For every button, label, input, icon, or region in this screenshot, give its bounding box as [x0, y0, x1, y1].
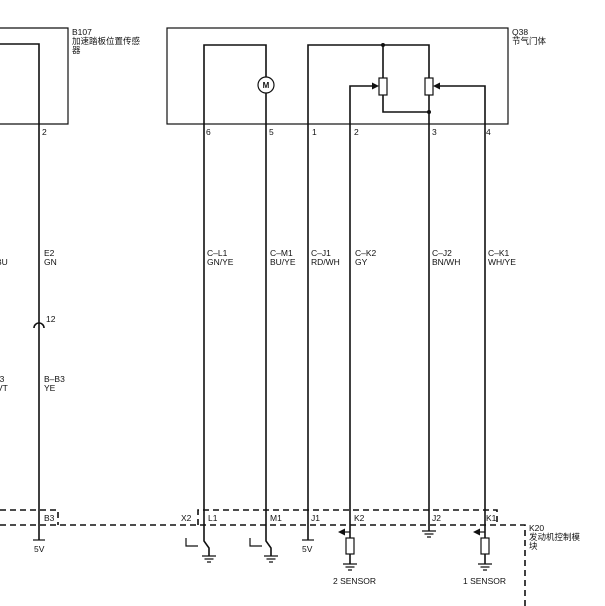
m1-ground-icon — [264, 555, 278, 563]
left-wire-circuit: E2 — [44, 248, 55, 258]
wire-c-j1-circuit: C–J1 — [311, 248, 331, 258]
x2-connector-label: X2 — [181, 513, 192, 523]
wire-c-m1-color: BU/YE — [270, 257, 296, 267]
ecm-pin-j1: J1 — [311, 513, 320, 523]
left-wire-color-2: YE — [44, 383, 56, 393]
motor-icon — [257, 76, 275, 94]
m1-driver-icon — [249, 538, 262, 547]
k1-resistor-icon — [480, 537, 490, 555]
potentiometer-2-icon — [424, 77, 434, 96]
k2-resistor-icon — [345, 537, 355, 555]
potentiometer-1-icon — [378, 77, 388, 96]
motor-feed-wire — [203, 44, 267, 124]
b107-name-line-2: 器 — [72, 45, 81, 55]
l1-ground-icon — [202, 555, 216, 563]
wire-c-l1-color: GN/YE — [207, 257, 234, 267]
q38-pin-3: 3 — [432, 127, 437, 137]
connector-outlines: X2 L1 M1 J1 K2 J2 K1 — [0, 509, 526, 606]
q38-pin-2: 2 — [354, 127, 359, 137]
clipped-label-1: BU — [0, 257, 8, 267]
wire-c-j2-circuit: C–J2 — [432, 248, 452, 258]
wire-c-k2-color: GY — [355, 257, 368, 267]
left-wire-color: GN — [44, 257, 57, 267]
l1-driver-icon — [185, 538, 198, 547]
ecm-pin-k2: K2 — [354, 513, 365, 523]
q38-pin-4: 4 — [486, 127, 491, 137]
splice-12-arc — [33, 322, 45, 329]
wire-c-l1 — [203, 124, 210, 556]
wire-c-l1-circuit: C–L1 — [207, 248, 228, 258]
x2-connector-outline — [197, 509, 498, 525]
k20-id: K20 — [529, 523, 544, 533]
k1-ground-icon — [478, 563, 492, 571]
k20-name-line-2: 块 — [529, 541, 538, 551]
sensor-2-label: 2 SENSOR — [333, 576, 376, 586]
b107-sensor: B107 加速踏板位置传感 器 2 — [0, 27, 141, 137]
wire-c-k1-circuit: C–K1 — [488, 248, 510, 258]
q38-id: Q38 — [512, 27, 528, 37]
wiper-1-wire — [349, 85, 373, 124]
b107-name-line-1: 加速踏板位置传感 — [72, 36, 141, 46]
b107-id: B107 — [72, 27, 92, 37]
wiper-2-arrow-icon — [433, 82, 440, 90]
clipped-label-2: B3 — [0, 374, 5, 384]
j1-supply-5v: 5V — [302, 544, 313, 554]
ecm-boundary — [0, 524, 526, 606]
left-connector-pin-b3: B3 — [44, 513, 55, 523]
q38-pin-1: 1 — [312, 127, 317, 137]
b107-box — [0, 27, 69, 125]
wiper-1-arrow-icon — [372, 82, 379, 90]
q38-box — [166, 27, 509, 125]
pot1-low-wire — [382, 95, 429, 113]
wire-c-k2-circuit: C–K2 — [355, 248, 377, 258]
wire-c-j2-color: BN/WH — [432, 257, 460, 267]
junction-dot-bottom — [427, 110, 431, 114]
left-supply-5v: 5V — [34, 544, 45, 554]
clipped-label-3: VT — [0, 383, 8, 393]
motor-label: M — [263, 81, 270, 90]
k2-arrow-icon — [338, 528, 345, 536]
ecm-pin-k1: K1 — [486, 513, 497, 523]
ecm-pin-j2: J2 — [432, 513, 441, 523]
k1-arrow-icon — [473, 528, 480, 536]
wire-c-k1-color: WH/YE — [488, 257, 516, 267]
wire-c-j1-color: RD/WH — [311, 257, 340, 267]
splice-12-label: 12 — [46, 314, 56, 324]
k20-ecm: K20 发动机控制模 块 5V 2 SENSOR 1 SENSOR — [185, 523, 581, 586]
left-wire-circuit-2: B–B3 — [44, 374, 65, 384]
wire-c-m1-circuit: C–M1 — [270, 248, 293, 258]
junction-dot-top — [381, 43, 385, 47]
j2-ground-icon — [422, 530, 436, 538]
k2-ground-icon — [343, 563, 357, 571]
q38-pin-6: 6 — [206, 127, 211, 137]
q38-throttle-body: Q38 节气门体 M 6 5 1 2 3 4 — [166, 27, 547, 137]
wire-c-m1 — [265, 124, 272, 556]
wiper-2-wire — [439, 85, 486, 124]
harness-wires: C–L1 GN/YE C–M1 BU/YE C–J1 RD/WH C–K2 GY… — [203, 124, 516, 556]
ecm-pin-l1: L1 — [208, 513, 218, 523]
sensor-reference-wire — [307, 44, 430, 124]
b107-pin-2: 2 — [42, 127, 47, 137]
left-wire-path — [0, 43, 40, 540]
q38-name: 节气门体 — [512, 36, 547, 46]
k20-name-line-1: 发动机控制模 — [529, 532, 581, 542]
sensor-1-label: 1 SENSOR — [463, 576, 506, 586]
ecm-pin-m1: M1 — [270, 513, 282, 523]
q38-pin-5: 5 — [269, 127, 274, 137]
left-wire-e2: E2 GN 12 B–B3 YE B3 5V — [0, 43, 65, 554]
